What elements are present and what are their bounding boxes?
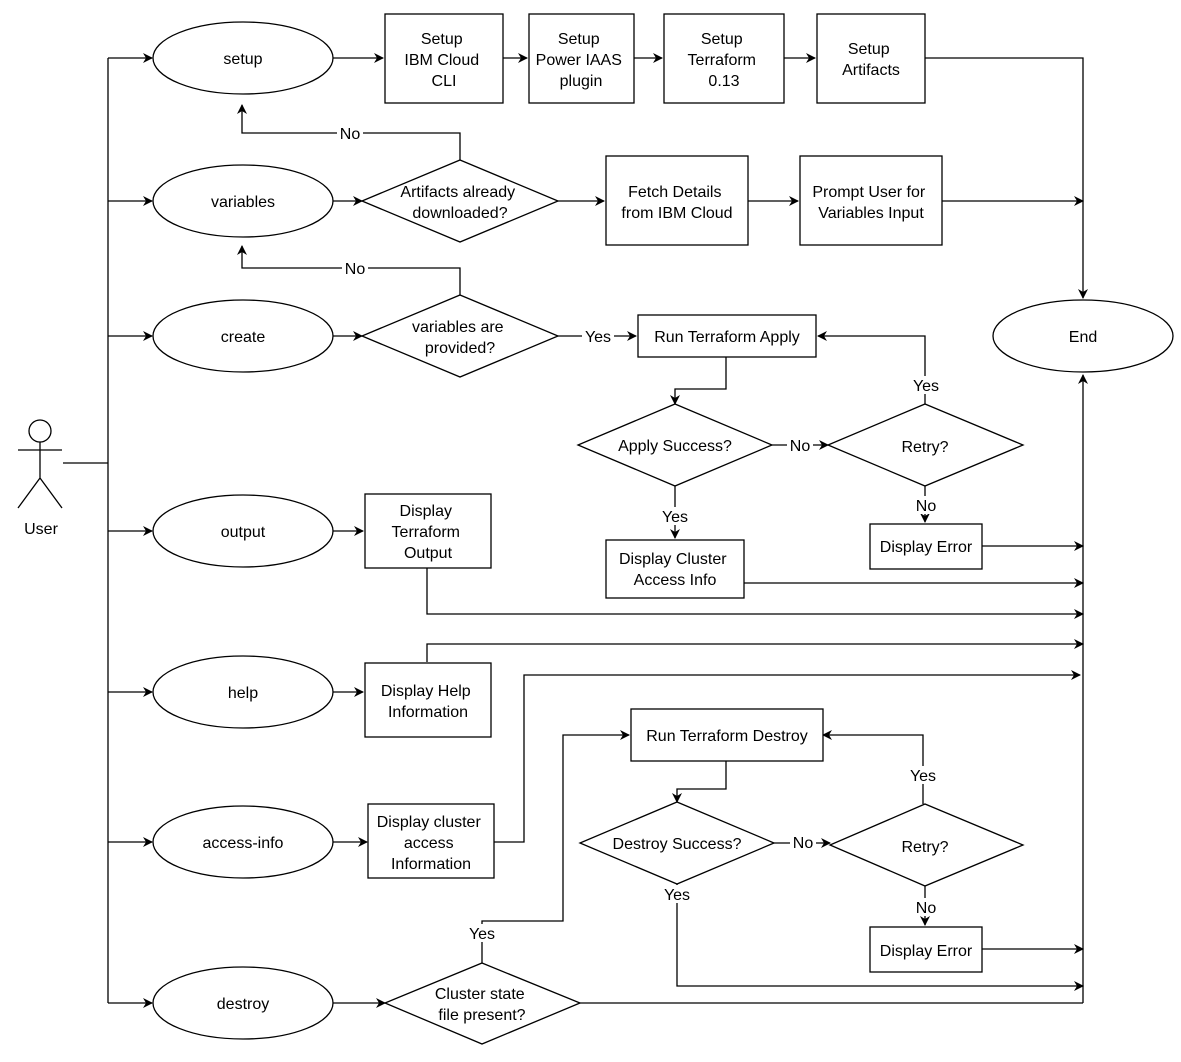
box-display-help-label: Display Help Information: [381, 683, 475, 721]
ellipse-variables-label: variables: [211, 194, 275, 211]
edge-label-no-variables: No: [345, 261, 366, 278]
ellipse-setup: setup: [152, 21, 334, 95]
diamond-cluster-state: Cluster state file present?: [383, 962, 582, 1045]
diamond-destroy-success-label: Destroy Success?: [613, 836, 742, 853]
edge-label-yes-retry-apply: Yes: [913, 378, 939, 395]
edge-label-no-retry-destroy: No: [916, 900, 937, 917]
edge-label-no-apply: No: [790, 438, 811, 455]
diamond-cluster-state-label: Cluster state file present?: [435, 986, 529, 1024]
ellipse-end-label: End: [1069, 329, 1097, 346]
edge-retry-apply-yes: [817, 331, 926, 404]
edge-label-yes-apply-success: Yes: [662, 509, 688, 526]
edge-label-yes-cluster-state: Yes: [469, 926, 495, 943]
ellipse-variables: variables: [152, 164, 334, 238]
stick-figure-icon: [17, 419, 63, 509]
ellipse-destroy-label: destroy: [217, 996, 269, 1013]
box-run-destroy-label: Run Terraform Destroy: [646, 728, 808, 745]
ellipse-output-label: output: [221, 524, 266, 541]
edge-destroy-success-yes: [676, 884, 1084, 991]
diamond-variables-provided: variables are provided?: [360, 294, 560, 378]
ellipse-access-info-label: access-info: [203, 835, 284, 852]
ellipse-output: output: [152, 494, 334, 568]
edge-label-no-setup: No: [340, 126, 361, 143]
edge-apply-to-success: [670, 357, 727, 405]
diamond-destroy-success: Destroy Success?: [578, 801, 776, 885]
box-run-destroy: Run Terraform Destroy: [630, 708, 824, 762]
edge-artifacts-end: [925, 57, 1088, 299]
box-setup-cli: Setup IBM Cloud CLI: [384, 13, 504, 104]
box-display-output-label: Display Terraform Output: [392, 503, 465, 562]
edge-labels: No No Yes No Yes Yes No No Yes Yes No Ye…: [337, 124, 942, 943]
ellipse-access-info: access-info: [152, 805, 334, 879]
box-fetch-details: Fetch Details from IBM Cloud: [605, 155, 749, 246]
edge-label-no-destroy: No: [793, 835, 814, 852]
box-run-apply: Run Terraform Apply: [637, 314, 817, 358]
box-setup-plugin: Setup Power IAAS plugin: [528, 13, 635, 104]
edge-label-no-retry-apply: No: [916, 498, 937, 515]
box-setup-artifacts: Setup Artifacts: [816, 13, 926, 104]
edges: [63, 53, 1088, 1008]
edge-display-output-end: [426, 568, 1084, 619]
box-setup-artifacts-label: Setup Artifacts: [842, 41, 900, 79]
edge-label-yes-create: Yes: [585, 329, 611, 346]
diamond-retry-apply: Retry?: [826, 403, 1025, 487]
box-display-help: Display Help Information: [364, 662, 492, 738]
edge-destroy-to-success: [672, 761, 727, 803]
ellipse-end: End: [992, 299, 1174, 373]
ellipse-setup-label: setup: [223, 51, 262, 68]
diamond-artifacts-downloaded-label: Artifacts already downloaded?: [400, 184, 519, 222]
diamond-apply-success-label: Apply Success?: [618, 438, 732, 455]
ellipse-help-label: help: [228, 685, 258, 702]
actor-user: User: [17, 419, 63, 538]
edge-label-yes-retry-destroy: Yes: [910, 768, 936, 785]
diamond-retry-apply-label: Retry?: [901, 439, 948, 456]
diamond-artifacts-downloaded: Artifacts already downloaded?: [360, 159, 560, 243]
ellipse-create-label: create: [221, 329, 266, 346]
box-display-access-information: Display cluster access Information: [367, 803, 495, 879]
actor-label: User: [24, 521, 58, 538]
ellipse-help: help: [152, 655, 334, 729]
box-display-error-destroy: Display Error: [869, 926, 983, 973]
box-display-error-apply: Display Error: [869, 523, 983, 570]
box-display-error-destroy-label: Display Error: [880, 943, 973, 960]
box-setup-terraform-label: Setup Terraform 0.13: [688, 31, 761, 90]
box-setup-terraform: Setup Terraform 0.13: [663, 13, 785, 104]
box-display-cluster-access: Display Cluster Access Info: [605, 539, 745, 599]
ellipse-create: create: [152, 299, 334, 373]
box-display-cluster-access-label: Display Cluster Access Info: [619, 551, 731, 589]
box-display-error-apply-label: Display Error: [880, 539, 973, 556]
box-fetch-details-label: Fetch Details from IBM Cloud: [621, 184, 732, 222]
diamond-retry-destroy: Retry?: [828, 803, 1025, 887]
box-run-apply-label: Run Terraform Apply: [654, 329, 800, 346]
diamond-retry-destroy-label: Retry?: [901, 839, 948, 856]
box-display-output: Display Terraform Output: [364, 493, 492, 569]
ellipse-destroy: destroy: [152, 966, 334, 1040]
box-setup-cli-label: Setup IBM Cloud CLI: [404, 31, 483, 90]
box-setup-plugin-label: Setup Power IAAS plugin: [536, 31, 627, 90]
diamond-variables-provided-label: variables are provided?: [412, 319, 508, 357]
diamond-apply-success: Apply Success?: [576, 403, 774, 487]
edge-display-help-end: [426, 639, 1084, 662]
box-prompt-user-label: Prompt User for Variables Input: [812, 184, 929, 222]
box-display-access-information-label: Display cluster access Information: [377, 814, 485, 873]
edge-label-yes-destroy-success: Yes: [664, 887, 690, 904]
edge-display-access-end: [494, 670, 1081, 843]
box-prompt-user: Prompt User for Variables Input: [799, 155, 943, 246]
